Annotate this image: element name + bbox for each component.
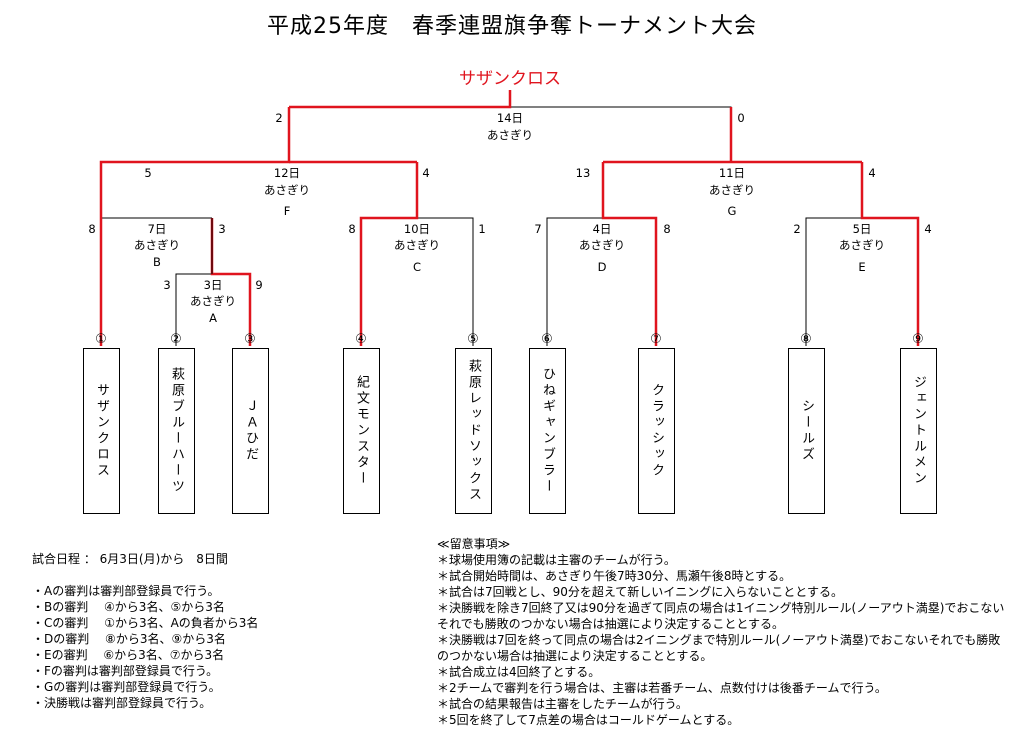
game-g-date: 11日 [719, 166, 745, 180]
umpire-item: ・決勝戦は審判部登録員で行う。 [32, 696, 212, 710]
team-name: サザンクロス [94, 383, 109, 479]
win-line [359, 162, 419, 346]
team-box: シールズ [788, 348, 825, 514]
umpire-item: ・Bの審判 ④から3名、⑤から3名 [32, 600, 225, 614]
team-number: ③ [244, 332, 256, 347]
game-f-date: 12日 [274, 166, 300, 180]
game-e-score-left: 2 [793, 222, 800, 236]
team-name: 萩原レッドソックス [466, 359, 481, 503]
notes-section: ≪留意事項≫ ＊球場使用簿の記載は主審のチームが行う。 ＊試合開始時間は、あさぎ… [437, 536, 1007, 728]
game-g-label: G [728, 204, 737, 218]
team-box: ジェントルメン [900, 348, 937, 514]
team-name: クラッシック [649, 383, 664, 479]
game-a-score-right: 9 [255, 278, 262, 292]
team-number: ② [170, 332, 182, 347]
game-g-score-right: 4 [868, 166, 875, 180]
game-c-date: 10日 [404, 222, 430, 236]
umpire-item: ・Fの審判は審判部登録員で行う。 [32, 664, 219, 678]
team-box: クラッシック [638, 348, 675, 514]
team-box: ひねギャンブラー [529, 348, 566, 514]
game-c-score-left: 8 [348, 222, 355, 236]
team-number: ⑦ [650, 332, 662, 347]
team-number: ⑥ [541, 332, 553, 347]
team-name: 萩原ブルーハーツ [169, 367, 184, 495]
game-e-date: 5日 [853, 222, 872, 236]
umpire-item: ・Aの審判は審判部登録員で行う。 [32, 584, 220, 598]
note-item: ＊試合成立は4回終了とする。 [437, 665, 601, 679]
team-number: ⑤ [467, 332, 479, 347]
game-f-label: F [284, 204, 291, 218]
umpire-item: ・Cの審判 ①から3名、Aの負者から3名 [32, 616, 259, 630]
team-number: ⑧ [800, 332, 812, 347]
notes-title: ≪留意事項≫ [437, 537, 511, 551]
note-item: ＊5回を終了して7点差の場合はコールドゲームとする。 [437, 713, 740, 727]
game-b-label: B [153, 255, 161, 269]
game-c-label: C [413, 260, 421, 274]
team-box: 紀文モンスター [343, 348, 380, 514]
team-box: 萩原レッドソックス [455, 348, 492, 514]
umpire-list: ・Aの審判は審判部登録員で行う。 ・Bの審判 ④から3名、⑤から3名 ・Cの審判… [32, 583, 258, 711]
game-b-date: 7日 [148, 222, 167, 236]
win-line [289, 90, 512, 109]
game-b-score-left: 8 [88, 222, 95, 236]
note-item: ＊2チームで審判を行う場合は、主審は若番チーム、点数付けは後番チームで行う。 [437, 681, 887, 695]
note-item: ＊試合開始時間は、あさぎり午後7時30分、馬瀬午後8時とする。 [437, 569, 792, 583]
team-box: 萩原ブルーハーツ [158, 348, 195, 514]
bracket-line [510, 106, 732, 162]
win-line [601, 162, 658, 346]
game-a-label: A [209, 311, 217, 325]
schedule-text: 試合日程 ： 6月3日(月)から 8日間 [32, 552, 228, 566]
game-e-venue: あさぎり [839, 238, 885, 252]
note-item: ＊決勝戦を除き7回終了又は90分を過ぎて同点の場合は1イニング特別ルール(ノーア… [437, 601, 1005, 631]
game-b-score-right: 3 [218, 222, 225, 236]
team-name: ひねギャンブラー [540, 367, 555, 495]
win-line [99, 107, 291, 218]
team-name: 紀文モンスター [354, 375, 369, 487]
game-c-score-right: 1 [478, 222, 485, 236]
team-name: シールズ [799, 399, 814, 463]
final-score-right: 0 [737, 111, 744, 125]
champion-name: サザンクロス [459, 69, 561, 89]
note-item: ＊試合の結果報告は主審をしたチームが行う。 [437, 697, 688, 711]
game-a-venue: あさぎり [190, 294, 236, 308]
umpire-item: ・Gの審判は審判部登録員で行う。 [32, 680, 221, 694]
game-a-score-left: 3 [163, 278, 170, 292]
win-line [860, 162, 920, 346]
team-number: ④ [355, 332, 367, 347]
game-d-score-right: 8 [663, 222, 670, 236]
umpire-item: ・Dの審判 ⑧から3名、⑨から3名 [32, 632, 226, 646]
final-date: 14日 [497, 111, 523, 125]
game-d-venue: あさぎり [579, 238, 625, 252]
game-c-venue: あさぎり [394, 238, 440, 252]
team-box: サザンクロス [83, 348, 120, 514]
game-g-score-left: 13 [576, 166, 591, 180]
team-box: ＪＡひだ [232, 348, 269, 514]
final-score-left: 2 [275, 111, 282, 125]
team-number: ① [95, 332, 107, 347]
game-e-label: E [858, 260, 865, 274]
game-b-venue: あさぎり [134, 238, 180, 252]
game-g-venue: あさぎり [709, 183, 755, 197]
game-f-score-left: 5 [144, 166, 151, 180]
game-d-score-left: 7 [534, 222, 541, 236]
team-name: ＪＡひだ [243, 399, 258, 463]
game-e-score-right: 4 [924, 222, 931, 236]
page-title: 平成25年度 春季連盟旗争奪トーナメント大会 [267, 14, 757, 39]
note-item: ＊試合は7回戦とし、90分を超えて新しいイニングに入らないこととする。 [437, 585, 843, 599]
game-f-score-right: 4 [422, 166, 429, 180]
note-item: ＊球場使用簿の記載は主審のチームが行う。 [437, 553, 676, 567]
team-name: ジェントルメン [911, 375, 926, 487]
umpire-item: ・Eの審判 ⑥から3名、⑦から3名 [32, 648, 225, 662]
note-item: ＊決勝戦は7回を終って同点の場合は2イニングまで特別ルール(ノーアウト満塁)でお… [437, 633, 1001, 663]
game-f-venue: あさぎり [264, 183, 310, 197]
game-a-date: 3日 [204, 278, 223, 292]
team-number: ⑨ [912, 332, 924, 347]
game-d-label: D [598, 260, 607, 274]
final-venue: あさぎり [487, 128, 533, 142]
game-d-date: 4日 [593, 222, 612, 236]
